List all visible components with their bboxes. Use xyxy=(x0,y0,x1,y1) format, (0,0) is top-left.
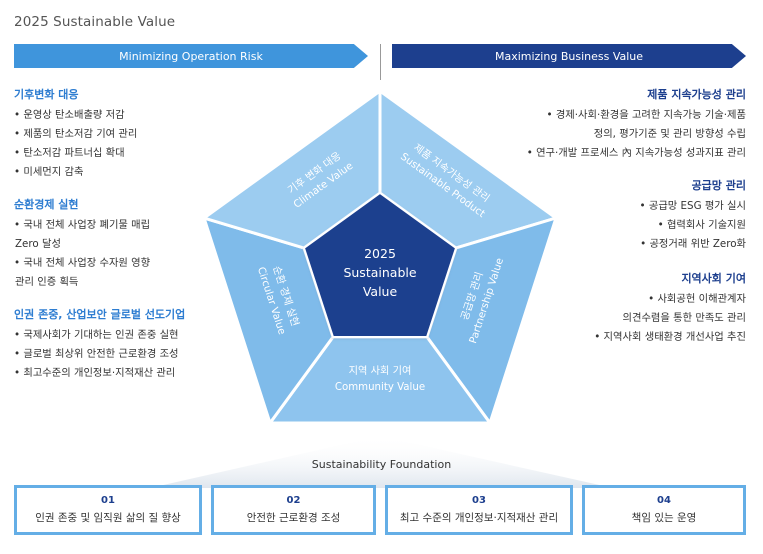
section-title: 순환경제 실현 xyxy=(14,198,79,211)
foundation-item-03: 03 최고 수준의 개인정보·지적재산 관리 xyxy=(385,485,573,535)
center-divider xyxy=(380,44,381,80)
bullet-item: • 사회공헌 이해관계자 xyxy=(648,293,746,305)
page-title: 2025 Sustainable Value xyxy=(14,14,176,30)
foundation-item-01: 01 인권 존중 및 임직원 삶의 질 향상 xyxy=(14,485,202,535)
banner-minimizing-operation-risk: Minimizing Operation Risk xyxy=(14,44,368,68)
foundation-number: 03 xyxy=(472,495,486,506)
left-section-human-rights: 인권 존중, 산업보안 글로벌 선도기업 • 국제사회가 기대하는 인권 존중 … xyxy=(14,306,185,383)
right-section-product: 제품 지속가능성 관리 • 경제·사회·환경을 고려한 지속가능 기술·제품 정… xyxy=(527,86,746,163)
center-line-3: Value xyxy=(363,284,398,299)
foundation-number: 01 xyxy=(101,495,115,506)
section-title: 지역사회 기여 xyxy=(681,272,746,285)
bullet-item: • 최고수준의 개인정보·지적재산 관리 xyxy=(14,367,176,379)
bullet-item: 관리 인증 획득 xyxy=(15,276,79,288)
foundation-label: 안전한 근로환경 조성 xyxy=(246,512,341,524)
foundation-number: 04 xyxy=(657,495,671,506)
bullet-item: • 공급망 ESG 평가 실시 xyxy=(639,200,747,212)
foundation-item-02: 02 안전한 근로환경 조성 xyxy=(211,485,376,535)
section-title: 인권 존중, 산업보안 글로벌 선도기업 xyxy=(14,308,186,321)
bullet-item: • 국내 전체 사업장 수자원 영향 xyxy=(14,257,151,269)
foundation-label: 최고 수준의 개인정보·지적재산 관리 xyxy=(399,512,559,524)
center-line-2: Sustainable xyxy=(343,265,416,280)
bullet-item: • 국내 전체 사업장 폐기물 매립 xyxy=(14,219,151,231)
bullet-item: • 운영상 탄소배출량 저감 xyxy=(14,109,125,121)
sustainable-value-pentagon: 2025 Sustainable Value 기후 변화 대응 Climate … xyxy=(200,88,560,427)
center-line-1: 2025 xyxy=(364,246,396,261)
bullet-item: • 경제·사회·환경을 고려한 지속가능 기술·제품 xyxy=(546,109,746,121)
bullet-list: • 공급망 ESG 평가 실시 • 협력회사 기술지원 • 공정거래 위반 Ze… xyxy=(640,197,747,254)
bullet-list: • 국내 전체 사업장 폐기물 매립 Zero 달성 • 국내 전체 사업장 수… xyxy=(14,216,150,292)
right-section-supply-chain: 공급망 관리 • 공급망 ESG 평가 실시 • 협력회사 기술지원 • 공정거… xyxy=(640,177,747,254)
section-title: 공급망 관리 xyxy=(691,179,746,192)
bullet-item: • 협력회사 기술지원 xyxy=(657,219,746,231)
foundation-number: 02 xyxy=(286,495,301,506)
segment-label-community-ko: 지역 사회 기여 xyxy=(349,365,412,377)
section-title: 기후변화 대응 xyxy=(14,88,79,101)
left-section-climate: 기후변화 대응 • 운영상 탄소배출량 저감 • 제품의 탄소저감 기여 관리 … xyxy=(14,86,137,182)
bullet-item: • 미세먼지 감축 xyxy=(14,166,84,178)
bullet-item: • 제품의 탄소저감 기여 관리 xyxy=(14,128,138,140)
bullet-item: • 탄소저감 파트너십 확대 xyxy=(14,147,125,159)
bullet-item: • 연구·개발 프로세스 內 지속가능성 성과지표 관리 xyxy=(526,147,746,159)
bullet-list: • 국제사회가 기대하는 인권 존중 실현 • 글로벌 최상위 안전한 근로환경… xyxy=(14,326,185,383)
left-section-circular: 순환경제 실현 • 국내 전체 사업장 폐기물 매립 Zero 달성 • 국내 … xyxy=(14,196,150,292)
foundation-label: 책임 있는 운영 xyxy=(631,512,697,524)
foundation-item-04: 04 책임 있는 운영 xyxy=(582,485,746,535)
bullet-item: 정의, 평가기준 및 관리 방향성 수립 xyxy=(593,128,746,140)
pentagon-center xyxy=(302,191,458,338)
banner-maximizing-business-value: Maximizing Business Value xyxy=(392,44,746,68)
foundation-backdrop xyxy=(150,436,613,488)
bullet-item: Zero 달성 xyxy=(15,238,61,250)
bullet-list: • 경제·사회·환경을 고려한 지속가능 기술·제품 정의, 평가기준 및 관리… xyxy=(527,106,746,163)
bullet-item: 의견수렴을 통한 만족도 관리 xyxy=(622,312,747,324)
foundation-title: Sustainability Foundation xyxy=(311,458,452,471)
bullet-item: • 공정거래 위반 Zero화 xyxy=(640,238,746,250)
section-title: 제품 지속가능성 관리 xyxy=(647,88,746,101)
bullet-list: • 사회공헌 이해관계자 의견수렴을 통한 만족도 관리 • 지역사회 생태환경… xyxy=(594,290,746,347)
right-section-community: 지역사회 기여 • 사회공헌 이해관계자 의견수렴을 통한 만족도 관리 • 지… xyxy=(594,270,746,347)
foundation-label: 인권 존중 및 임직원 삶의 질 향상 xyxy=(35,512,181,524)
bullet-item: • 국제사회가 기대하는 인권 존중 실현 xyxy=(14,329,179,341)
bullet-item: • 글로벌 최상위 안전한 근로환경 조성 xyxy=(14,348,179,360)
bullet-item: • 지역사회 생태환경 개선사업 추진 xyxy=(594,331,746,343)
bullet-list: • 운영상 탄소배출량 저감 • 제품의 탄소저감 기여 관리 • 탄소저감 파… xyxy=(14,106,137,182)
segment-label-community-en: Community Value xyxy=(335,382,425,393)
